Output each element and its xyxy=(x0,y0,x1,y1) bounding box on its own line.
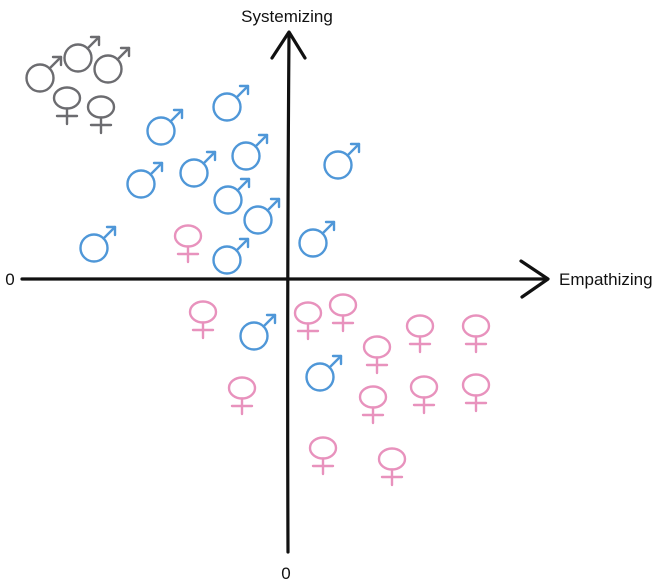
female-icon xyxy=(308,436,338,476)
male-icon xyxy=(25,55,63,93)
y-axis-arrowhead xyxy=(270,30,307,60)
female-icon xyxy=(358,385,388,425)
male-icon xyxy=(298,220,336,258)
female-icon xyxy=(328,293,358,333)
female-icon xyxy=(293,301,323,341)
gender-symbol-legend xyxy=(25,35,131,135)
x-axis-label: Empathizing xyxy=(559,270,653,289)
y-axis-line xyxy=(286,32,291,554)
x-axis-arrowhead xyxy=(519,259,550,299)
female-icon xyxy=(227,376,257,416)
male-icon xyxy=(323,142,361,180)
female-icon xyxy=(377,447,407,487)
female-icon xyxy=(188,300,218,340)
male-icon xyxy=(93,46,131,84)
male-icon xyxy=(231,133,269,171)
gender-symbols xyxy=(79,84,491,487)
male-icon xyxy=(179,150,217,188)
female-icon xyxy=(409,375,439,415)
axes xyxy=(20,30,550,554)
male-icon xyxy=(79,225,117,263)
female-icon xyxy=(362,335,392,375)
male-icon xyxy=(213,177,251,215)
female-icon xyxy=(461,314,491,354)
male-icon xyxy=(305,354,343,392)
y-axis-label: Systemizing xyxy=(241,7,333,26)
male-icon xyxy=(239,313,277,351)
male-icon xyxy=(63,35,101,73)
male-icon xyxy=(243,197,281,235)
female-icon xyxy=(405,314,435,354)
y-axis-origin-label: 0 xyxy=(281,564,290,583)
x-axis-line xyxy=(20,276,548,281)
female-icon xyxy=(173,224,203,264)
female-icon xyxy=(461,373,491,413)
male-icon xyxy=(146,108,184,146)
female-icon xyxy=(52,86,82,126)
male-icon xyxy=(212,84,250,122)
x-axis-origin-label: 0 xyxy=(5,270,14,289)
male-icon xyxy=(212,237,250,275)
male-icon xyxy=(126,161,164,199)
female-icon xyxy=(86,95,116,135)
